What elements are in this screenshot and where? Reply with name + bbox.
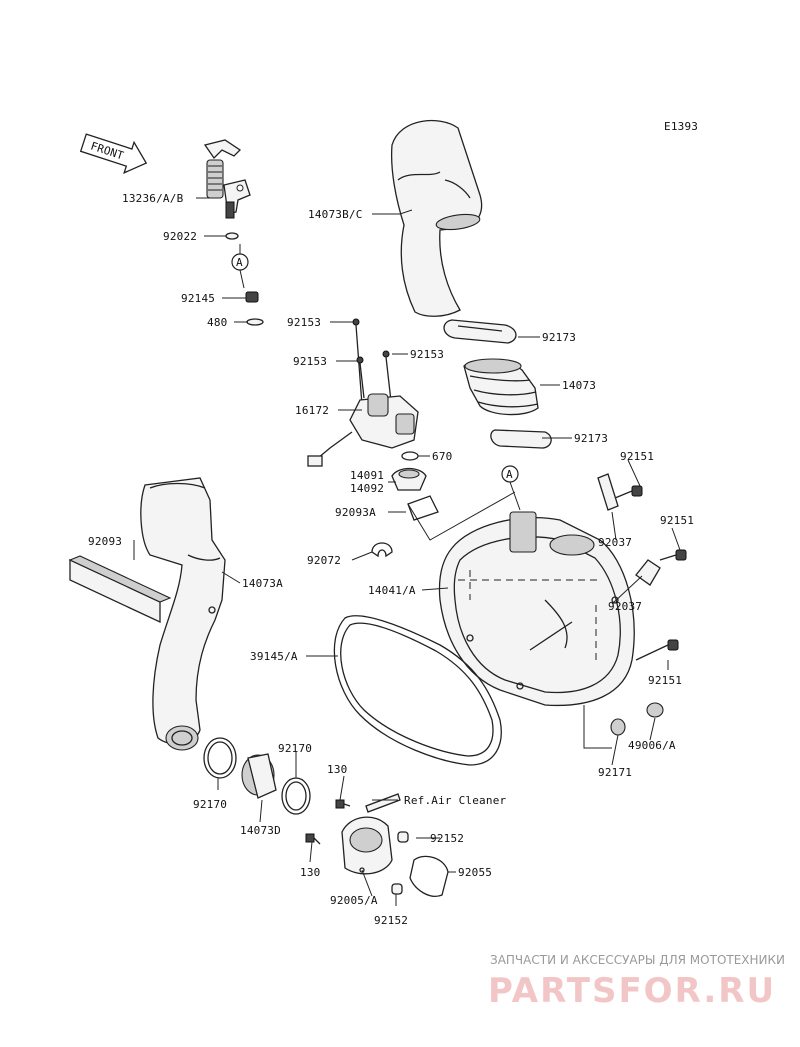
label-39145a: 39145/A	[250, 650, 298, 663]
label-92152-a: 92152	[430, 832, 464, 845]
label-92153-a: 92153	[287, 316, 321, 329]
intake-duct-upper	[390, 119, 483, 317]
nut-92145	[245, 291, 259, 303]
washer-92022	[225, 232, 239, 240]
label-14073: 14073	[562, 379, 596, 392]
o-ring-670	[401, 451, 419, 461]
label-14092: 14092	[350, 482, 384, 495]
grommet-49006a	[646, 702, 664, 718]
bracket-92037-b	[635, 559, 661, 586]
label-92173-lower: 92173	[574, 432, 608, 445]
clip-92072	[371, 542, 393, 558]
label-14073d: 14073D	[240, 824, 281, 837]
label-92145: 92145	[181, 292, 215, 305]
intake-duct-lower	[140, 477, 226, 751]
callout-a-left: A	[231, 244, 249, 289]
label-92152-b: 92152	[374, 914, 408, 927]
label-92005a: 92005/A	[330, 894, 378, 907]
label-92055: 92055	[458, 866, 492, 879]
bolt-92151-b	[659, 549, 687, 561]
grommet-92171	[610, 718, 626, 736]
label-92151-b: 92151	[660, 514, 694, 527]
label-92093: 92093	[88, 535, 122, 548]
drive-belt-39145a	[333, 615, 502, 766]
label-92022: 92022	[163, 230, 197, 243]
bolt-92153-b	[356, 356, 365, 399]
clamp-92170-right	[281, 777, 311, 815]
gasket-92055	[409, 855, 449, 897]
label-92037-b: 92037	[608, 600, 642, 613]
label-92153-b: 92153	[293, 355, 327, 368]
converter-cover-14041a	[438, 511, 635, 707]
label-92072: 92072	[307, 554, 341, 567]
watermark-tagline: ЗАПЧАСТИ И АКСЕССУАРЫ ДЛЯ МОТОТЕХНИКИ	[490, 953, 785, 967]
label-13236: 13236/A/B	[122, 192, 184, 205]
callout-a-right: A	[501, 465, 521, 511]
label-92151-c: 92151	[648, 674, 682, 687]
cap-14091-14092	[391, 467, 427, 491]
gasket-92093a	[407, 495, 439, 521]
label-92173-upper: 92173	[542, 331, 576, 344]
label-92093a: 92093A	[335, 506, 376, 519]
bolt-92151-a	[614, 485, 643, 499]
bolt-92151-c	[635, 639, 679, 661]
grommet-92152-a	[397, 831, 409, 843]
label-130-a: 130	[327, 763, 347, 776]
bolt-130-a	[335, 799, 351, 809]
label-92170-left: 92170	[193, 798, 227, 811]
actuator-16172	[307, 393, 419, 467]
label-92170-right: 92170	[278, 742, 312, 755]
housing-92005a	[341, 816, 393, 875]
foam-strip-92093	[68, 555, 172, 624]
bracket-92037-a	[597, 473, 619, 511]
grommet-92152-b	[391, 883, 403, 895]
label-92171: 92171	[598, 766, 632, 779]
clamp-92173-upper	[443, 319, 517, 344]
label-16172: 16172	[295, 404, 329, 417]
label-14073bc: 14073B/C	[308, 208, 363, 221]
diagram-id: E1393	[664, 120, 698, 133]
tube-14073d	[241, 753, 277, 799]
clamp-92170-left	[203, 737, 237, 779]
boot-14073	[463, 358, 539, 416]
label-92037-a: 92037	[598, 536, 632, 549]
svg-text:A: A	[236, 256, 243, 269]
svg-text:A: A	[506, 468, 513, 481]
label-14073a: 14073A	[242, 577, 283, 590]
label-14091: 14091	[350, 469, 384, 482]
clamp-92173-lower	[490, 429, 552, 449]
front-arrow-icon: FRONT	[79, 133, 148, 174]
label-92153-c: 92153	[410, 348, 444, 361]
label-130-b: 130	[300, 866, 320, 879]
label-14041a: 14041/A	[368, 584, 416, 597]
label-670: 670	[432, 450, 452, 463]
shift-lever-assembly	[203, 139, 251, 219]
label-92151-a: 92151	[620, 450, 654, 463]
label-49006a: 49006/A	[628, 739, 676, 752]
watermark-brand: PARTSFOR.RU	[488, 971, 776, 1011]
label-480: 480	[207, 316, 227, 329]
bolt-130-b	[305, 833, 321, 845]
washer-480	[246, 318, 264, 326]
label-ref-air-cleaner: Ref.Air Cleaner	[404, 794, 507, 807]
pin-ref-air-cleaner	[365, 793, 401, 813]
